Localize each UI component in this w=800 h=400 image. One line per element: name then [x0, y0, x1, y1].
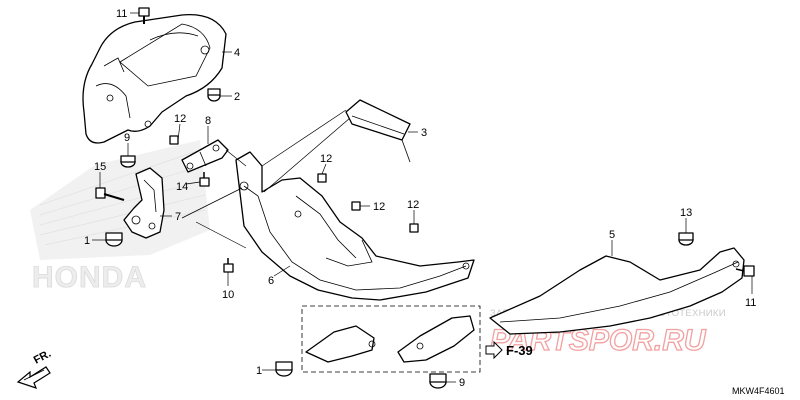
diagram-code: MKW4F4601	[732, 386, 785, 396]
grommet-9-bottom	[429, 373, 447, 389]
callout-11-top: 11	[116, 8, 127, 20]
part-5-lower-cowl	[489, 247, 745, 335]
part-8-bracket	[181, 139, 229, 173]
callout-15: 15	[94, 161, 106, 173]
callout-12-right: 12	[407, 199, 419, 211]
bolt-11-right	[735, 265, 755, 277]
part-7-stay	[123, 167, 165, 239]
callout-8: 8	[205, 115, 211, 127]
grommet-2	[207, 88, 221, 102]
callout-12-mid: 12	[373, 201, 385, 213]
bolt-12-b	[317, 173, 327, 183]
bolt-11-top	[138, 7, 150, 24]
honda-watermark-text: HONDA	[32, 261, 147, 294]
callout-labels: 11 4 2 12 8 9 15 14 7 1 3 12 12 12 10 6 …	[84, 8, 756, 389]
assembly-lines-6	[181, 109, 351, 249]
callout-1-bottom: 1	[256, 365, 262, 377]
bolt-12-a	[169, 135, 179, 145]
callout-2: 2	[234, 91, 240, 103]
callout-13: 13	[680, 207, 692, 219]
leader-lines	[92, 12, 753, 383]
screw-10	[223, 258, 234, 273]
bolt-15	[95, 187, 125, 201]
grommet-13	[678, 232, 694, 246]
callout-7: 7	[175, 211, 181, 223]
callout-5: 5	[609, 229, 615, 241]
bolt-12-c	[351, 201, 361, 211]
callout-9-bottom: 9	[459, 377, 465, 389]
callout-3: 3	[421, 127, 427, 139]
part-4-inner-cover	[82, 13, 227, 144]
honda-watermark: HONDA	[30, 140, 210, 294]
grommet-9-upper	[120, 155, 136, 168]
reference-arrow	[485, 340, 503, 360]
grommet-1-left	[105, 232, 123, 247]
bolt-12-d	[409, 223, 419, 233]
reference-label: F-39	[506, 343, 533, 358]
callout-1-left: 1	[84, 235, 90, 247]
front-direction-label: FR.	[32, 348, 53, 367]
front-direction-arrow	[16, 366, 51, 389]
grommet-1-bottom	[275, 361, 293, 377]
callout-6: 6	[268, 275, 274, 287]
stay-detail-box	[301, 305, 481, 373]
part-3-strip	[345, 99, 411, 163]
callout-14: 14	[176, 181, 188, 193]
callout-9-upper: 9	[124, 132, 130, 144]
callout-12-center: 12	[320, 153, 332, 165]
callout-4: 4	[234, 47, 240, 59]
callout-11-right: 11	[745, 297, 756, 309]
part-6-under-cowl	[235, 151, 475, 301]
callout-10: 10	[222, 289, 234, 301]
callout-12-upper-left: 12	[174, 113, 186, 125]
